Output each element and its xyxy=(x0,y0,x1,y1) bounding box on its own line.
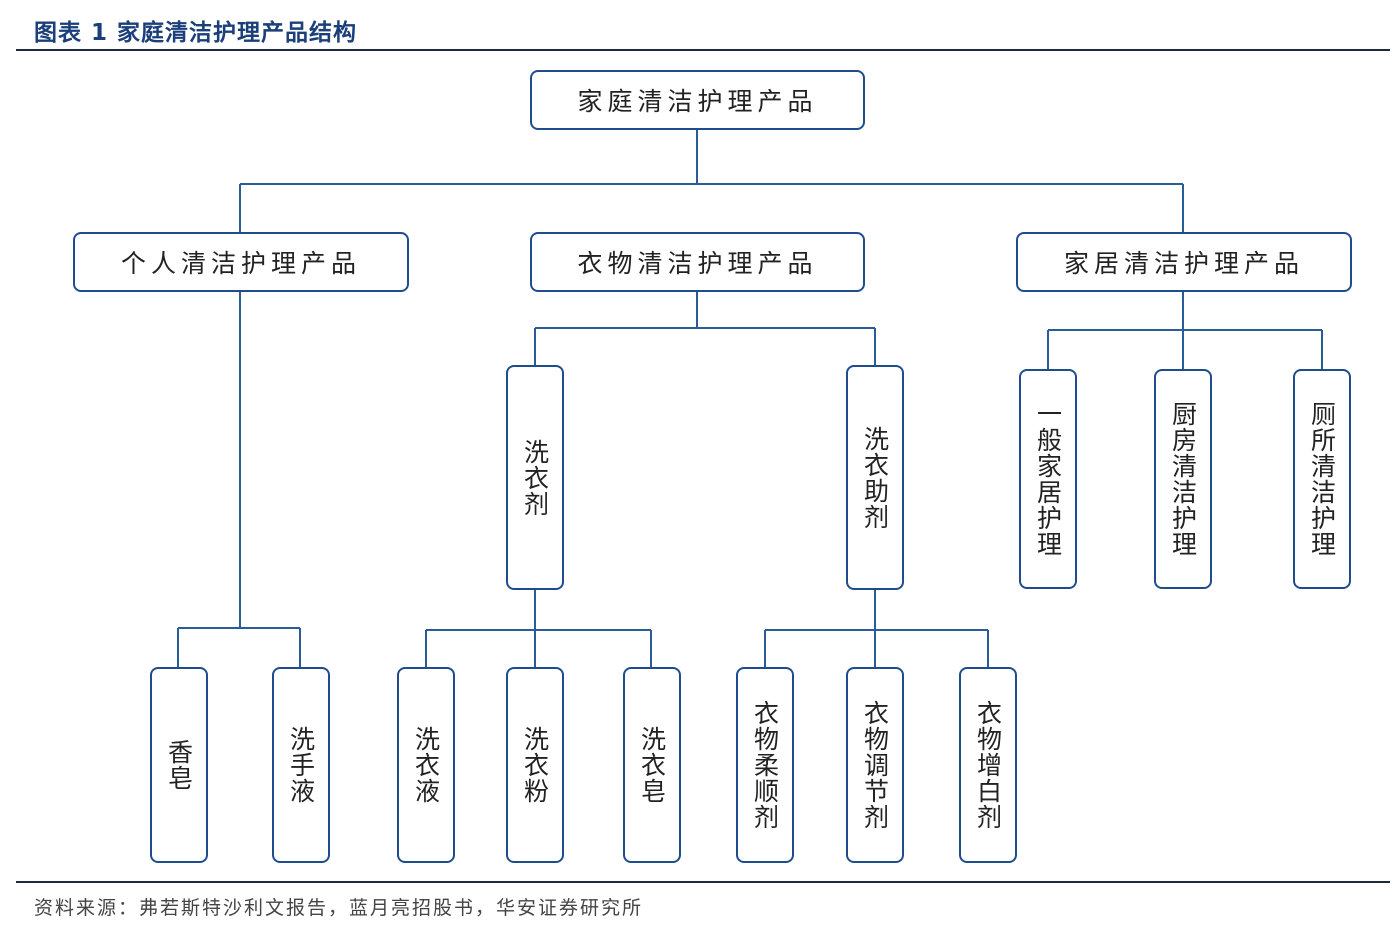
node-hand-wash: 洗手液 xyxy=(272,667,330,863)
node-kitchen: 厨房清洁护理 xyxy=(1154,369,1212,589)
source-note: 资料来源：弗若斯特沙利文报告，蓝月亮招股书，华安证券研究所 xyxy=(34,897,644,919)
node-washing-powder: 洗衣粉 xyxy=(506,667,564,863)
source-rule xyxy=(16,881,1390,883)
node-softener: 衣物柔顺剂 xyxy=(736,667,794,863)
link-detergent xyxy=(425,590,652,668)
link-clothing xyxy=(534,292,876,366)
node-soap: 香皂 xyxy=(150,667,208,863)
node-household-care: 家居清洁护理产品 xyxy=(1016,232,1352,292)
link-root xyxy=(239,130,1184,233)
node-conditioner: 衣物调节剂 xyxy=(846,667,904,863)
node-laundry-aid: 洗衣助剂 xyxy=(846,365,904,590)
node-personal-care: 个人清洁护理产品 xyxy=(73,232,409,292)
link-household xyxy=(1047,292,1323,370)
node-clothing-care: 衣物清洁护理产品 xyxy=(530,232,865,292)
node-liquid-detergent: 洗衣液 xyxy=(397,667,455,863)
node-detergent: 洗衣剂 xyxy=(506,365,564,590)
link-personal xyxy=(177,292,301,668)
link-laundry-aid xyxy=(764,590,989,668)
node-root: 家庭清洁护理产品 xyxy=(530,70,865,130)
node-laundry-soap: 洗衣皂 xyxy=(623,667,681,863)
node-general-home: 一般家居护理 xyxy=(1019,369,1077,589)
node-toilet: 厕所清洁护理 xyxy=(1293,369,1351,589)
title-rule xyxy=(16,49,1390,51)
figure-title: 图表 1 家庭清洁护理产品结构 xyxy=(34,20,358,46)
node-brightener: 衣物增白剂 xyxy=(959,667,1017,863)
